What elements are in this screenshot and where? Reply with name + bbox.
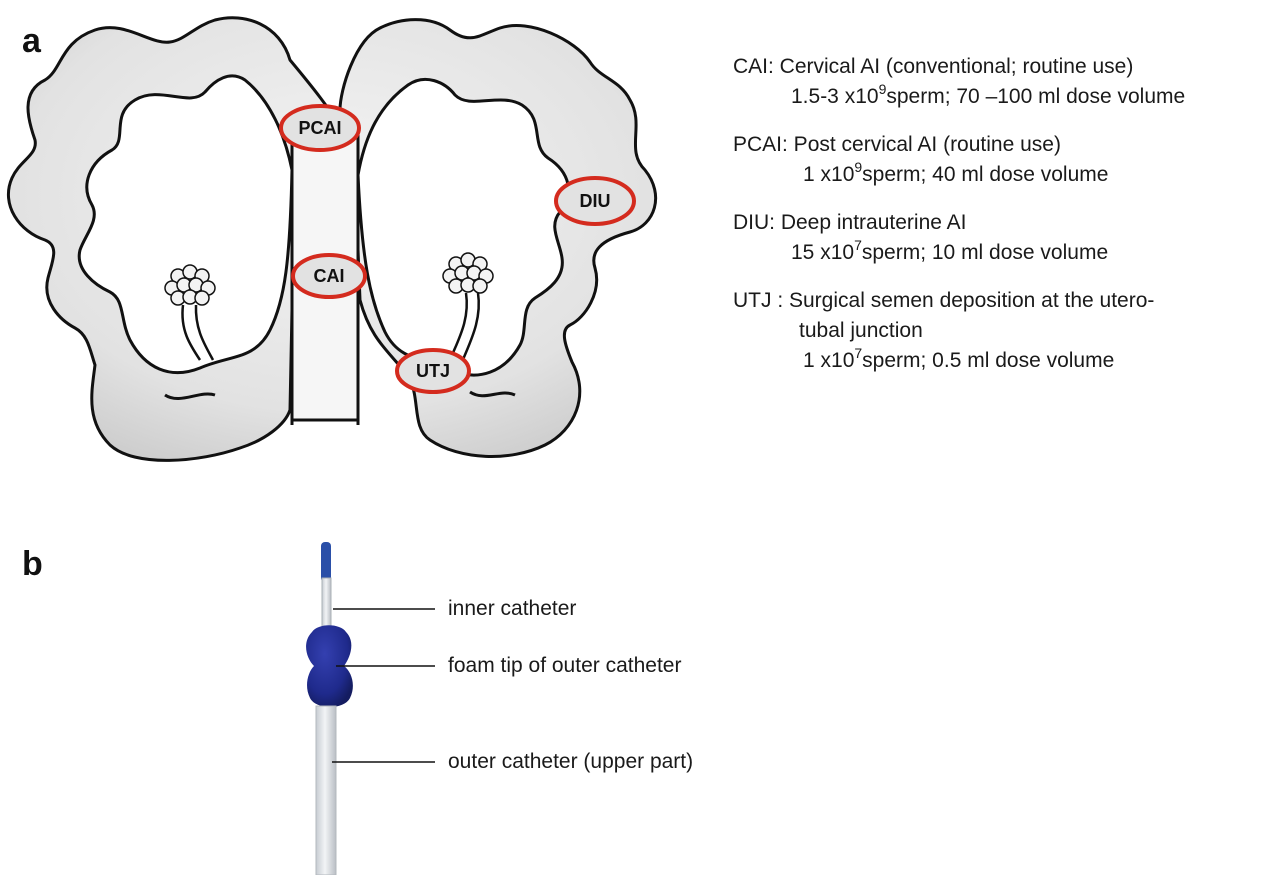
catheter-photo [306,542,435,875]
inner-catheter-label: inner catheter [448,597,577,620]
oviduct-left [181,304,215,361]
legend-diu-dose: 15 x107sperm; 10 ml dose volume [791,237,1109,264]
site-cai: CAI [291,253,367,299]
legend-entry-diu: DIU: Deep intrauterine AI 15 x107sperm; … [733,208,1253,268]
legend-diu-title: DIU: Deep intrauterine AI [733,211,967,234]
outer-catheter [315,705,337,875]
outer-catheter-label: outer catheter (upper part) [448,750,694,773]
legend-pcai-dose: 1 x109sperm; 40 ml dose volume [803,159,1109,186]
site-diu: DIU [554,176,636,226]
legend-entry-cai: CAI: Cervical AI (conventional; routine … [733,52,1253,112]
legend-entry-utj: UTJ : Surgical semen deposition at the u… [733,286,1253,376]
legend-utj-title-cont: tubal junction [799,319,923,342]
site-pcai: PCAI [279,104,361,152]
site-utj: UTJ [395,348,471,394]
ovary-left [164,264,216,306]
ovary-right [442,252,494,294]
uterus-diagram: PCAI CAI DIU UTJ [6,16,658,462]
inner-catheter-tip [321,542,331,582]
legend-pcai-title: PCAI: Post cervical AI (routine use) [733,133,1061,156]
site-pcai-label: PCAI [298,118,341,138]
site-diu-label: DIU [580,191,611,211]
site-cai-label: CAI [314,266,345,286]
legend-cai-dose: 1.5-3 x109sperm; 70 –100 ml dose volume [791,81,1186,108]
legend-cai-title: CAI: Cervical AI (conventional; routine … [733,55,1134,78]
legend-utj-title: UTJ : Surgical semen deposition at the u… [733,289,1155,312]
legend-entry-pcai: PCAI: Post cervical AI (routine use) 1 x… [733,130,1253,190]
uterine-lumen-left [77,74,294,375]
foam-tip-label: foam tip of outer catheter [448,654,682,677]
legend-utj-dose: 1 x107sperm; 0.5 ml dose volume [803,345,1115,372]
panel-a-letter: a [22,22,41,60]
foam-tip [306,625,353,707]
panel-b-letter: b [22,545,43,583]
ai-method-legend: CAI: Cervical AI (conventional; routine … [733,52,1253,394]
site-utj-label: UTJ [416,361,450,381]
